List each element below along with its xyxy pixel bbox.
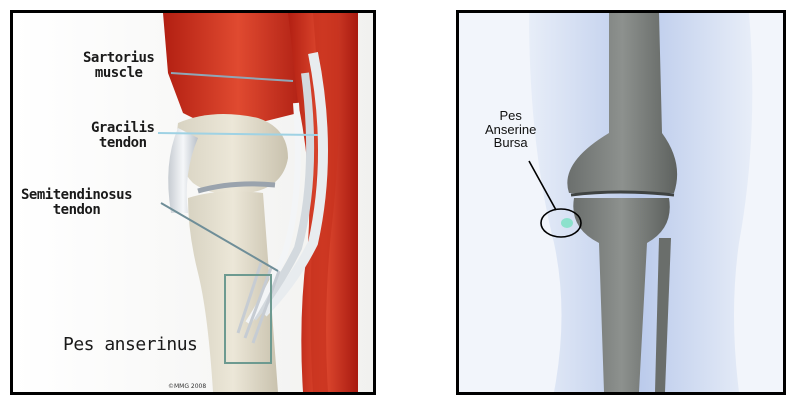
- knee-bone-illustration: Pes Anserine Bursa: [456, 10, 786, 395]
- knee-muscle-illustration: Sartorius muscle Gracilis tendon Semiten…: [10, 10, 376, 395]
- pes-anserinus-label: Pes anserinus: [63, 336, 197, 355]
- semitendinosus-label: Semitendinosus tendon: [21, 188, 132, 217]
- knee-bone-drawing: [459, 13, 783, 392]
- bursa-label: Pes Anserine Bursa: [485, 109, 536, 150]
- gracilis-label: Gracilis tendon: [91, 121, 154, 150]
- sartorius-label: Sartorius muscle: [83, 51, 154, 80]
- copyright-text: ©MMG 2008: [168, 383, 206, 390]
